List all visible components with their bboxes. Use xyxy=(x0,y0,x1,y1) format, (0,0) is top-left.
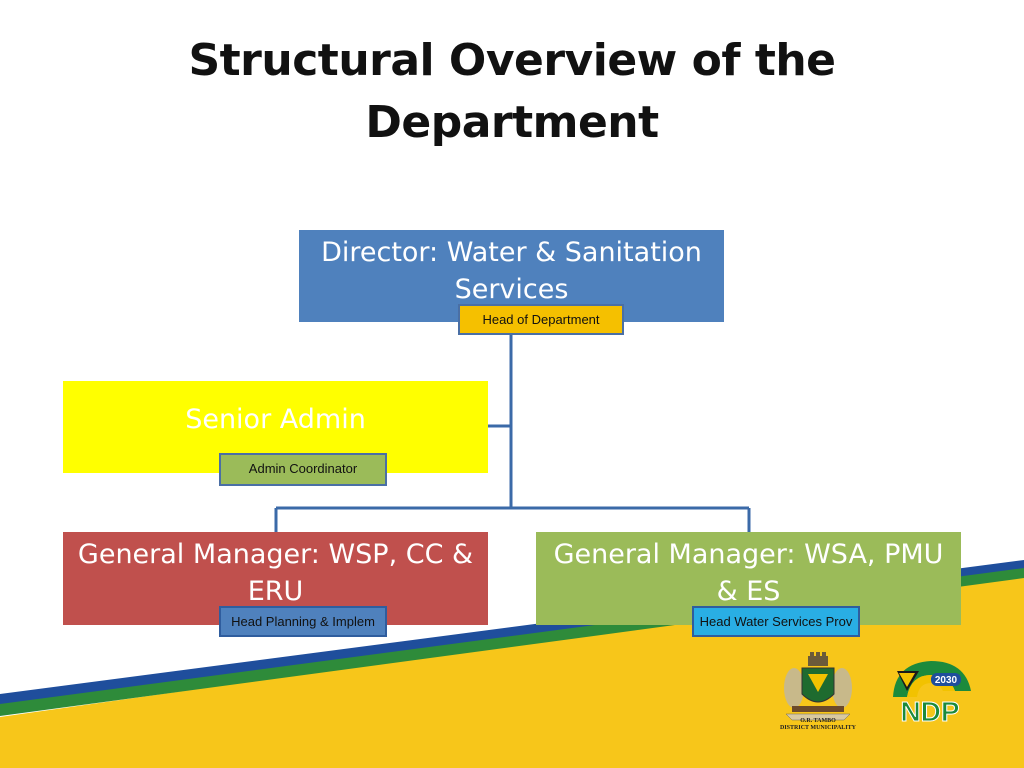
or-tambo-caption: O.R. TAMBO DISTRICT MUNICIPALITY xyxy=(770,718,866,732)
admin-coordinator-tag: Admin Coordinator xyxy=(219,453,387,486)
head-water-services-tag: Head Water Services Prov xyxy=(692,606,860,637)
gm-wsa-title-line-1: General Manager: WSA, PMU xyxy=(553,539,944,570)
director-title-line-1: Director: Water & Sanitation xyxy=(321,237,702,268)
gm-wsp-title-line-1: General Manager: WSP, CC & xyxy=(77,539,474,570)
gm-wsp-title-line-2: ERU xyxy=(247,576,304,607)
ndp-2030-logo: 2030 NDP xyxy=(893,661,971,727)
or-tambo-crest-logo xyxy=(784,652,852,721)
gm-wsa-box: General Manager: WSA, PMU & ES xyxy=(536,532,961,625)
page-title: Structural Overview of the Department xyxy=(0,30,1024,154)
ndp-year-text: 2030 xyxy=(935,675,958,686)
title-line-2: Department xyxy=(365,97,659,148)
senior-admin-box: Senior Admin xyxy=(63,381,488,473)
gm-wsa-title-line-2: & ES xyxy=(716,576,781,607)
or-tambo-caption-line-1: O.R. TAMBO xyxy=(800,718,836,724)
head-of-department-tag: Head of Department xyxy=(458,304,624,335)
or-tambo-caption-line-2: DISTRICT MUNICIPALITY xyxy=(780,725,856,731)
title-line-1: Structural Overview of the xyxy=(188,35,836,86)
director-title-line-2: Services xyxy=(454,274,569,305)
org-connectors xyxy=(274,322,751,532)
senior-admin-label: Senior Admin xyxy=(185,404,366,435)
ndp-text: NDP xyxy=(900,696,959,727)
head-planning-tag: Head Planning & Implem xyxy=(219,606,387,637)
